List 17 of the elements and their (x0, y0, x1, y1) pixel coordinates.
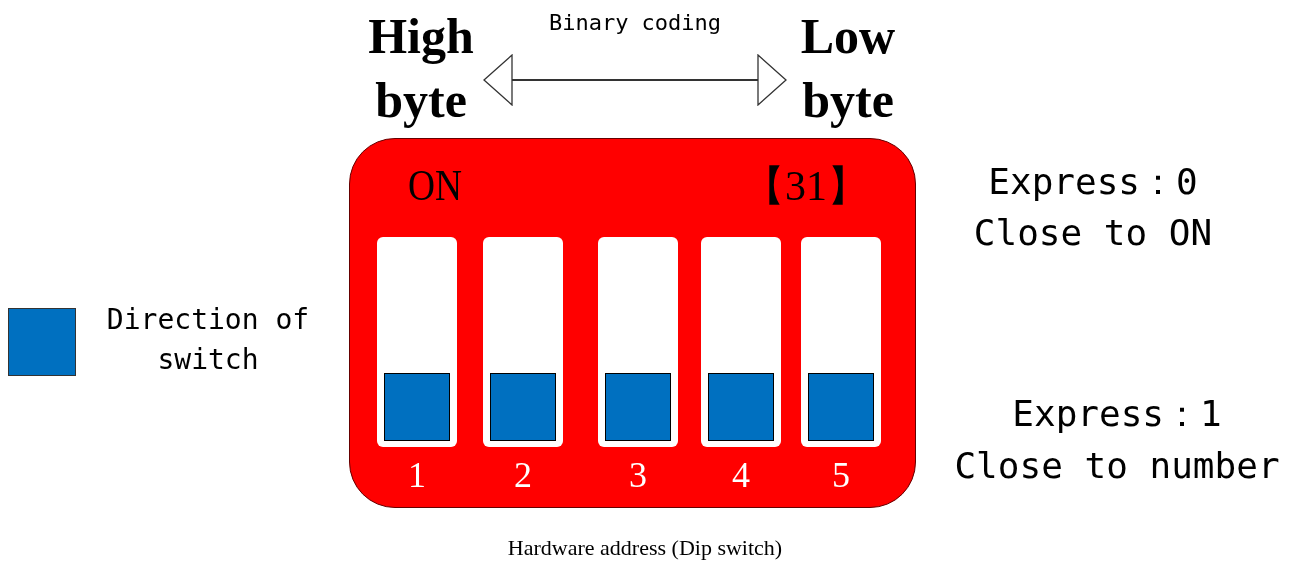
state-note: Close to number (954, 444, 1280, 488)
state-note: Express：1 (1012, 392, 1222, 436)
byte-label: High byte (358, 4, 484, 132)
byte-label: Low byte (786, 4, 910, 132)
dip-switch-body (349, 138, 916, 508)
state-note: Express：0 (988, 160, 1198, 204)
switch-number: 3 (628, 454, 648, 497)
switch-on-label: ON (408, 160, 463, 212)
switch-number: 4 (731, 454, 751, 497)
state-note: Close to ON (973, 211, 1213, 255)
switch-number: 2 (513, 454, 533, 497)
double-arrow (483, 54, 787, 106)
legend-label: Direction of switch (105, 302, 311, 378)
switch-number: 5 (831, 454, 851, 497)
caption: Hardware address (Dip switch) (507, 534, 783, 562)
address-value: 【31】 (743, 162, 869, 211)
switch-number: 1 (407, 454, 427, 497)
